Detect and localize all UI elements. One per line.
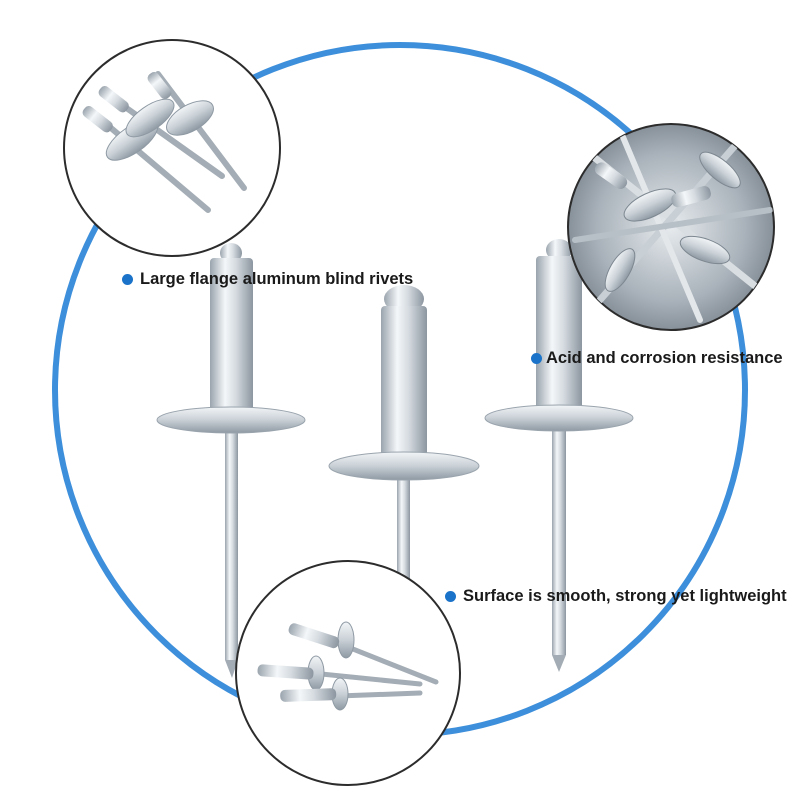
- feature-label: Surface is smooth, strong yet lightweigh…: [463, 587, 787, 605]
- detail-circle-rivet-pile: [567, 123, 775, 331]
- feature-corrosion-resistance: Acid and corrosion resistance: [531, 349, 783, 368]
- rivet-right: [484, 239, 634, 672]
- rivet-left: [156, 243, 306, 678]
- feature-label: Large flange aluminum blind rivets: [140, 270, 414, 288]
- feature-large-flange: Large flange aluminum blind rivets: [122, 270, 413, 289]
- feature-smooth-surface: Surface is smooth, strong yet lightweigh…: [445, 587, 787, 606]
- detail-circle-rivets-lying: [235, 560, 461, 786]
- bullet-dot-icon: [445, 591, 456, 602]
- detail-circle-rivets-set: [63, 39, 281, 257]
- bullet-dot-icon: [531, 353, 542, 364]
- feature-label: Acid and corrosion resistance: [546, 349, 783, 367]
- rivet-center: [328, 285, 480, 680]
- bullet-dot-icon: [122, 274, 133, 285]
